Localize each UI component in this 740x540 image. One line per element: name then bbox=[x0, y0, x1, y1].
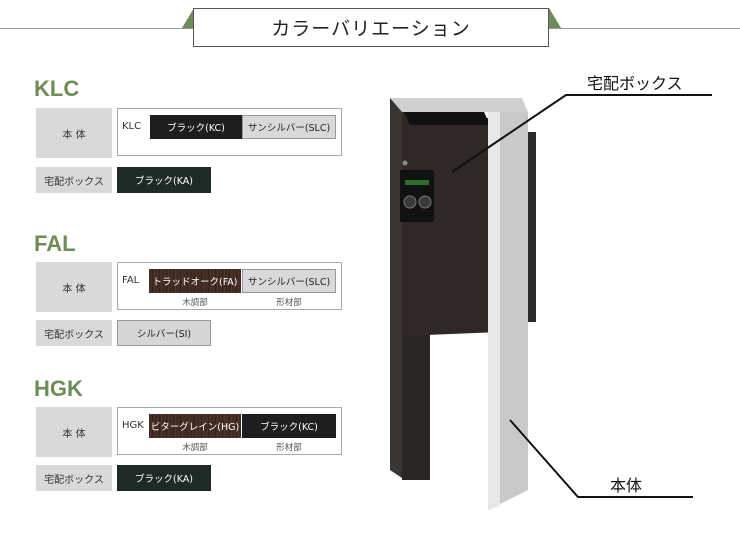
color-swatch[interactable]: サンシルバー(SLC) bbox=[242, 115, 336, 139]
screw-icon bbox=[402, 160, 408, 166]
box-label: 宅配ボックス bbox=[36, 465, 112, 491]
color-swatch[interactable]: サンシルバー(SLC) bbox=[242, 269, 336, 293]
callout-body: 本体 bbox=[610, 476, 643, 495]
heading-accent-right bbox=[549, 8, 561, 28]
body-color-row: HGK ビターグレイン(HG) ブラック(KC) 木調部 形材部 bbox=[117, 407, 342, 455]
material-label: 形材部 bbox=[276, 443, 302, 453]
indicator-light bbox=[405, 180, 429, 185]
color-swatch[interactable]: トラッドオーク(FA) bbox=[149, 269, 241, 293]
material-label: 木調部 bbox=[182, 443, 208, 453]
color-swatch[interactable]: ブラック(KC) bbox=[150, 115, 242, 139]
body-color-row: FAL トラッドオーク(FA) サンシルバー(SLC) 木調部 形材部 bbox=[117, 262, 342, 310]
body-label: 本 体 bbox=[36, 108, 112, 158]
mail-slot bbox=[404, 112, 490, 125]
callout-line-box bbox=[451, 94, 712, 173]
model-code: KLC bbox=[122, 121, 142, 132]
page-title: カラーバリエーション bbox=[193, 8, 549, 47]
box-color-swatch[interactable]: ブラック(KA) bbox=[117, 465, 211, 491]
box-color-swatch[interactable]: ブラック(KA) bbox=[117, 167, 211, 193]
model-code: FAL bbox=[122, 275, 140, 286]
heading-accent-left bbox=[182, 8, 194, 28]
model-code: HGK bbox=[122, 420, 144, 431]
dial-icon bbox=[403, 195, 417, 209]
series-title-fal: FAL bbox=[34, 231, 76, 256]
body-label: 本 体 bbox=[36, 262, 112, 312]
lock-panel bbox=[400, 170, 434, 222]
color-swatch[interactable]: ブラック(KC) bbox=[242, 414, 336, 438]
dial-icon bbox=[418, 195, 432, 209]
left-post-side bbox=[390, 98, 402, 478]
material-label: 形材部 bbox=[276, 298, 302, 308]
body-color-row: KLC ブラック(KC) サンシルバー(SLC) bbox=[117, 108, 342, 156]
material-label: 木調部 bbox=[182, 298, 208, 308]
right-post-edge bbox=[488, 112, 500, 510]
body-label: 本 体 bbox=[36, 407, 112, 457]
series-title-klc: KLC bbox=[34, 76, 80, 101]
series-title-hgk: HGK bbox=[34, 376, 83, 401]
top-frame bbox=[390, 98, 528, 112]
callout-line-body bbox=[509, 419, 693, 498]
box-label: 宅配ボックス bbox=[36, 167, 112, 193]
color-swatch[interactable]: ビターグレイン(HG) bbox=[149, 414, 241, 438]
lower-post bbox=[402, 330, 430, 480]
callout-delivery-box: 宅配ボックス bbox=[587, 74, 683, 93]
box-color-swatch[interactable]: シルバー(SI) bbox=[117, 320, 211, 346]
box-label: 宅配ボックス bbox=[36, 320, 112, 346]
